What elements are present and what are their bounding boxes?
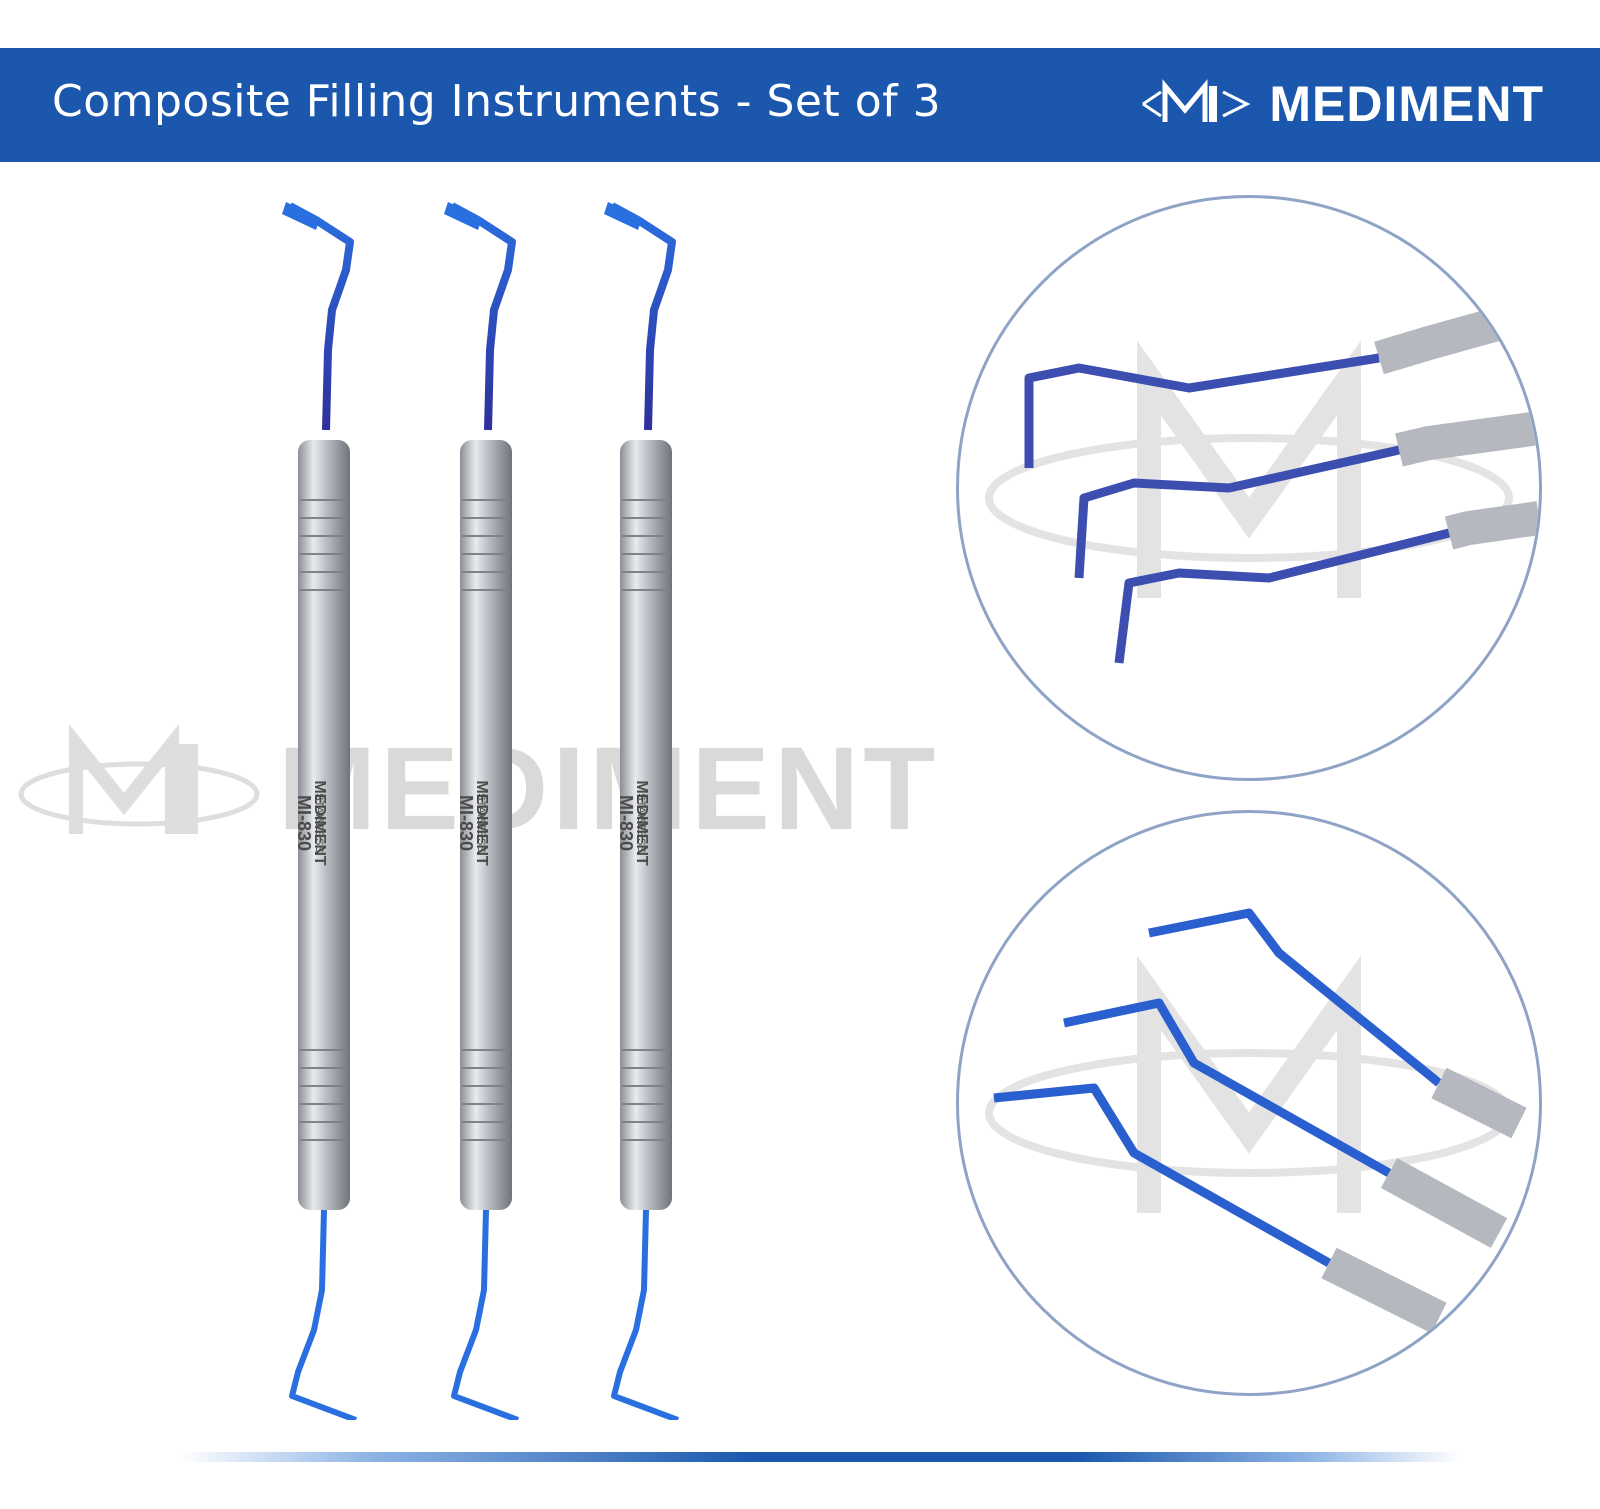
instrument-2-drawing (444, 202, 520, 1423)
brand-name: MEDIMENT (1269, 76, 1544, 132)
instrument-3: MEDIMENT STAINLESS CE MI-830 (590, 200, 700, 1423)
mediment-logo-icon (18, 724, 260, 834)
instrument-1: MEDIMENT STAINLESS CE MI-830 (268, 200, 378, 1423)
instrument-3-code: MI-830 (616, 794, 637, 852)
footer-divider (180, 1452, 1460, 1462)
instrument-1-code: MI-830 (294, 794, 315, 852)
watermark: MEDIMENT (14, 723, 944, 855)
instrument-2-ce-mark: CE (475, 815, 487, 831)
detail-view-top (956, 195, 1542, 781)
header-banner: Composite Filling Instruments - Set of 3… (0, 48, 1600, 162)
detail-view-bottom (956, 810, 1542, 1396)
instrument-2: MEDIMENT STAINLESS CE MI-830 (430, 200, 540, 1423)
instrument-1-ce-mark: CE (313, 815, 325, 831)
instrument-3-engraving: MEDIMENT STAINLESS CE MI-830 (516, 780, 766, 865)
instrument-2-code: MI-830 (456, 794, 477, 852)
page-title: Composite Filling Instruments - Set of 3 (52, 76, 942, 127)
tips-closeup-top (985, 301, 1539, 664)
instrument-3-drawing (604, 202, 680, 1423)
instrument-1-drawing (282, 202, 358, 1423)
tips-closeup-bottom (985, 908, 1527, 1334)
brand-logo: MEDIMENT (1135, 74, 1544, 134)
watermark-brand-name: MEDIMENT (278, 723, 940, 855)
mediment-logo-icon (1142, 79, 1251, 122)
instrument-3-ce-mark: CE (635, 815, 647, 831)
